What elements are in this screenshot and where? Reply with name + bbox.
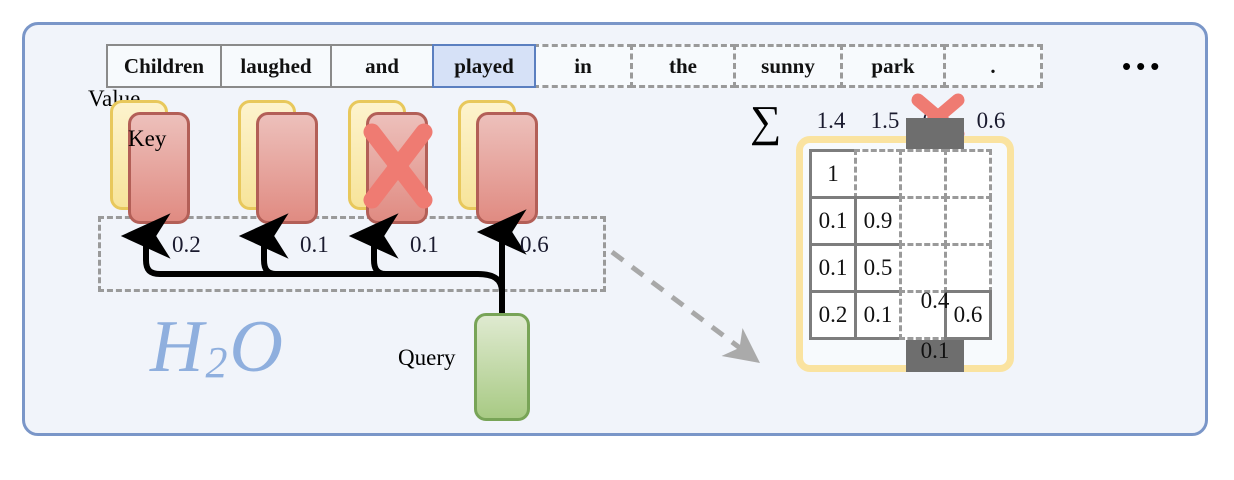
weight-laughed: 0.1 (300, 232, 329, 257)
matrix-cell-1-2 (899, 196, 947, 246)
matrix-cell-1-1: 0.9 (854, 196, 902, 246)
query-card[interactable] (474, 313, 530, 421)
token-period[interactable]: . (943, 44, 1043, 88)
matrix-cell-3-2 (899, 290, 947, 340)
token-in[interactable]: in (533, 44, 633, 88)
column-sum-0: 1.4 (816, 108, 846, 133)
h2o-logo-o: O (229, 306, 285, 388)
token-played[interactable]: played (432, 44, 536, 88)
token-sequence: Children laughed and played in the sunny… (106, 44, 1043, 88)
matrix-cell-0-1 (854, 149, 902, 199)
weight-played: 0.6 (520, 232, 549, 257)
matrix-cell-3-1: 0.1 (854, 290, 902, 340)
matrix-cell-0-0: 1 (809, 149, 857, 199)
matrix-cell-3-0: 0.2 (809, 290, 857, 340)
matrix-cell-1-0: 0.1 (809, 196, 857, 246)
h2o-logo: H2O (150, 305, 285, 390)
column-sum-3: 0.6 (976, 108, 1006, 133)
h2o-logo-2: 2 (205, 338, 230, 387)
key-card-played (476, 112, 538, 224)
token-park[interactable]: park (840, 44, 946, 88)
key-card-children (128, 112, 190, 224)
kv-card-played[interactable] (458, 100, 538, 224)
weight-children: 0.2 (172, 232, 201, 257)
token-ellipsis: ••• (1122, 51, 1165, 81)
matrix-cell-0-3 (944, 149, 992, 199)
matrix-cell-3-2-value: 0.1 (920, 338, 950, 363)
h2o-logo-h: H (150, 306, 206, 388)
kv-card-children[interactable] (110, 100, 190, 224)
kv-card-laughed[interactable] (238, 100, 318, 224)
key-card-and (366, 112, 428, 224)
matrix-cell-0-2 (899, 149, 947, 199)
kv-card-and[interactable] (348, 100, 433, 224)
matrix-cell-2-2-value: 0.4 (920, 288, 950, 313)
sigma-symbol: ∑ (750, 97, 782, 146)
matrix-row-0: 1 (809, 149, 992, 199)
weight-and: 0.1 (410, 232, 439, 257)
key-card-laughed (256, 112, 318, 224)
query-label: Query (398, 345, 456, 370)
matrix-cell-2-2 (899, 243, 947, 293)
matrix-cell-2-1: 0.5 (854, 243, 902, 293)
token-and[interactable]: and (330, 44, 434, 88)
matrix-row-1: 0.1 0.9 (809, 196, 992, 246)
token-the[interactable]: the (630, 44, 736, 88)
column-sum-1: 1.5 (870, 108, 900, 133)
matrix-cell-3-3: 0.6 (944, 290, 992, 340)
matrix-cell-2-0: 0.1 (809, 243, 857, 293)
token-sunny[interactable]: sunny (733, 44, 843, 88)
matrix-cell-1-3 (944, 196, 992, 246)
attention-matrix-grid: 1 0.1 0.9 0.1 0.5 0.2 0.1 0.6 (809, 149, 992, 340)
token-laughed[interactable]: laughed (220, 44, 332, 88)
token-children[interactable]: Children (106, 44, 222, 88)
matrix-cell-2-3 (944, 243, 992, 293)
key-label: Key (128, 126, 167, 151)
matrix-row-2: 0.1 0.5 (809, 243, 992, 293)
matrix-row-3: 0.2 0.1 0.6 (809, 290, 992, 340)
